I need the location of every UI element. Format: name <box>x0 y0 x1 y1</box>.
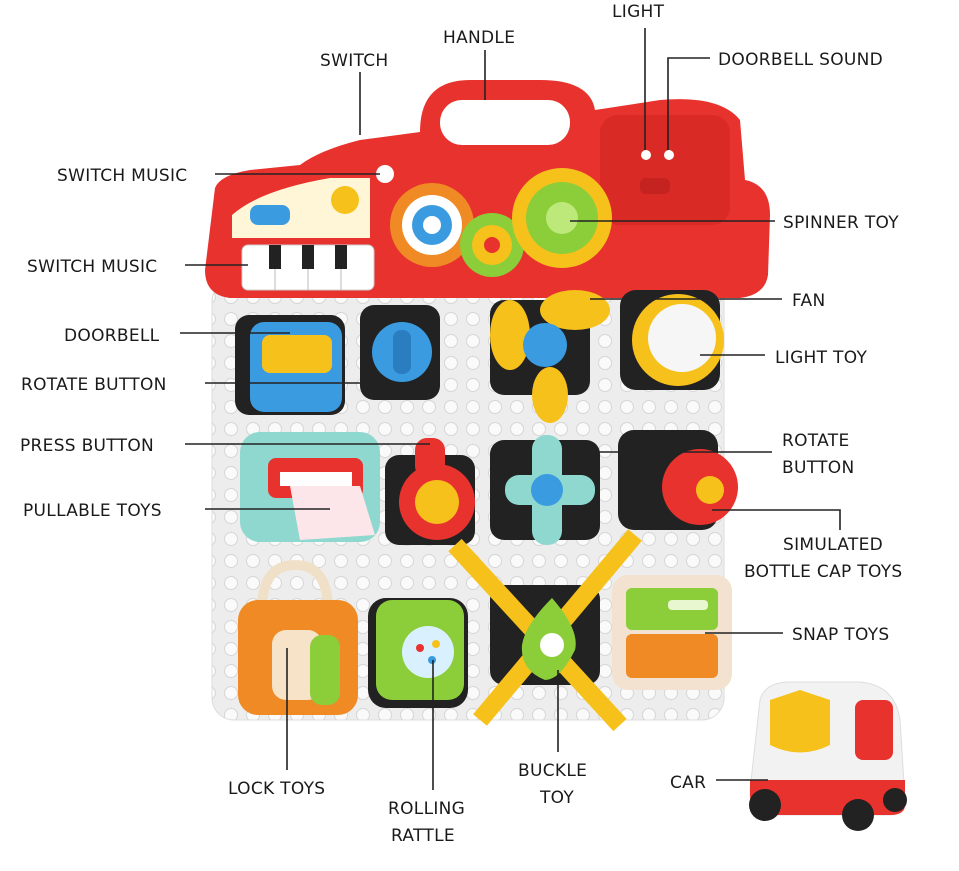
leader-lines <box>180 28 841 790</box>
label-spinner-toy: SPINNER TOY <box>783 213 899 233</box>
label-rotate-button-2a: ROTATE <box>782 431 850 451</box>
label-bottle-cap-b: BOTTLE CAP TOYS <box>744 562 903 582</box>
doorbell-sound-icon <box>664 150 674 160</box>
labels: LIGHT HANDLE SWITCH DOORBELL SOUND SWITC… <box>20 2 903 846</box>
label-buckle-toy-b: TOY <box>539 788 574 808</box>
buckle-toy <box>448 529 642 732</box>
rolling-rattle-toy <box>368 598 468 708</box>
label-fan: FAN <box>792 291 825 311</box>
handle-opening <box>440 100 570 145</box>
bottle-cap-toy <box>618 430 738 530</box>
label-bottle-cap-a: SIMULATED <box>783 535 883 555</box>
light-toy <box>620 290 724 390</box>
doorbell-toy <box>235 315 345 415</box>
light-icon <box>641 150 651 160</box>
spinner-gears <box>390 168 612 277</box>
label-lock-toys: LOCK TOYS <box>228 779 325 799</box>
label-doorbell-sound: DOORBELL SOUND <box>718 50 883 70</box>
label-rotate-button-1: ROTATE BUTTON <box>21 375 167 395</box>
switch-music-button <box>376 165 394 183</box>
label-rolling-rattle-b: RATTLE <box>391 826 455 846</box>
lock-toy <box>238 559 358 715</box>
label-doorbell: DOORBELL <box>64 326 160 346</box>
label-rotate-button-2b: BUTTON <box>782 458 854 478</box>
label-handle: HANDLE <box>443 28 515 48</box>
snap-toy <box>612 575 732 690</box>
top-housing <box>205 80 770 298</box>
label-light-toy: LIGHT TOY <box>775 348 867 368</box>
rotate-button-toy <box>360 305 440 400</box>
label-light: LIGHT <box>612 2 665 22</box>
label-buckle-toy-a: BUCKLE <box>518 761 587 781</box>
press-button-toy <box>385 438 475 545</box>
pullable-toy <box>240 432 380 542</box>
fan-toy <box>490 290 610 423</box>
piano-keys <box>241 244 375 291</box>
label-switch-music-1: SWITCH MUSIC <box>57 166 187 186</box>
label-snap-toys: SNAP TOYS <box>792 625 890 645</box>
label-rolling-rattle-a: ROLLING <box>388 799 465 819</box>
label-switch-music-2: SWITCH MUSIC <box>27 257 157 277</box>
label-switch: SWITCH <box>320 51 388 71</box>
rotate-fidget-toy <box>490 435 600 545</box>
car-toy <box>749 681 907 831</box>
label-car: CAR <box>670 773 706 793</box>
label-pullable-toys: PULLABLE TOYS <box>23 501 162 521</box>
label-press-button: PRESS BUTTON <box>20 436 154 456</box>
